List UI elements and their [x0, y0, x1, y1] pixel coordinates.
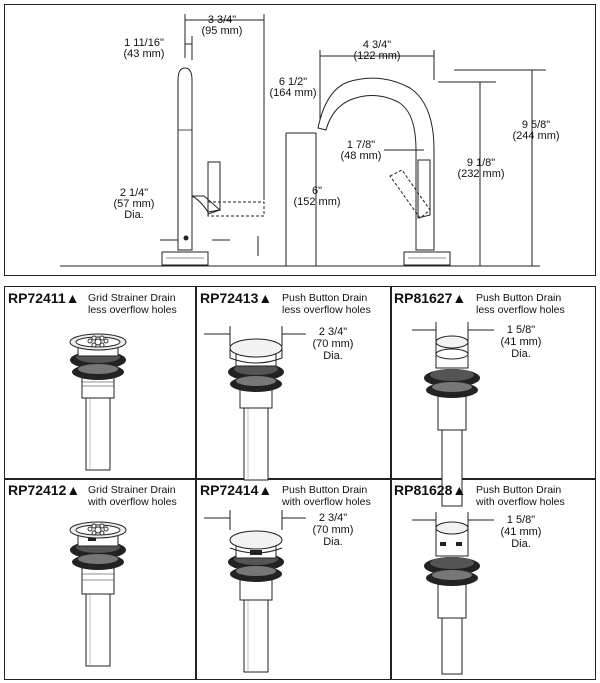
side-faucet-body	[177, 67, 193, 251]
drain-rp72413-art	[228, 338, 284, 481]
drain-rp72414-art	[228, 530, 284, 673]
drain-rp72412-art	[69, 521, 127, 667]
front-faucet-base	[403, 251, 451, 266]
drain-model-number: RP81628▲	[394, 482, 467, 498]
dim-handle-offset: 1 7/8"(48 mm)	[340, 139, 382, 162]
drain-rp81628-art	[424, 521, 480, 675]
front-faucet-spout	[317, 77, 435, 251]
drain-options-grid	[4, 286, 596, 680]
front-faucet-handle-dashed	[389, 169, 431, 219]
drain-model-number: RP72413▲	[200, 290, 273, 306]
grid-divider	[195, 286, 197, 680]
drain-rp72411-art	[69, 333, 127, 471]
drain-model-number: RP72411▲	[8, 290, 80, 306]
side-faucet-handle-dashed	[207, 201, 265, 217]
drain-diameter-label: 2 3/4"(70 mm)Dia.	[312, 326, 354, 362]
dim-aerator-height: 6"(152 mm)	[293, 185, 341, 208]
grid-divider	[390, 286, 392, 680]
dim-body-diameter: 1 11/16"(43 mm)	[123, 37, 165, 60]
front-faucet-handle	[417, 159, 431, 219]
dim-spout-height: 6 1/2"(164 mm)	[269, 76, 317, 99]
drain-model-number: RP72412▲	[8, 482, 81, 498]
drain-model-number: RP72414▲	[200, 482, 273, 498]
drain-diameter-label: 1 5/8"(41 mm)Dia.	[500, 324, 542, 360]
dim-overall-height: 9 5/8"(244 mm)	[512, 119, 560, 142]
faucet-dimension-panel	[4, 4, 596, 276]
drain-diameter-label: 1 5/8"(41 mm)Dia.	[500, 514, 542, 550]
drain-model-number: RP81627▲	[394, 290, 467, 306]
dim-body-height: 9 1/8"(232 mm)	[457, 157, 505, 180]
dim-base-diameter: 2 1/4"(57 mm)Dia.	[113, 187, 155, 221]
drain-rp81627-art	[424, 335, 480, 507]
drain-diameter-label: 2 3/4"(70 mm)Dia.	[312, 512, 354, 548]
grid-divider	[4, 478, 596, 480]
dim-handle-width: 3 3/4"(95 mm)	[201, 14, 243, 37]
dim-spout-reach: 4 3/4"(122 mm)	[353, 39, 401, 62]
side-faucet-base	[161, 251, 209, 266]
